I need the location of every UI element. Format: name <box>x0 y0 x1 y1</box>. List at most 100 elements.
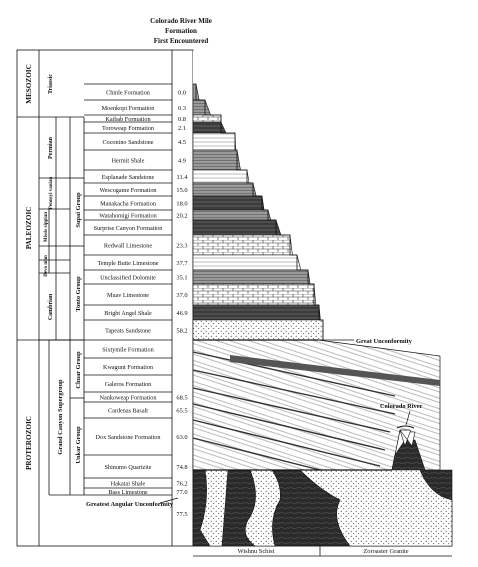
rock-layer-band <box>192 319 324 341</box>
formation-name: Galeros Formation <box>105 381 152 388</box>
header-line-2: Formation <box>165 27 197 35</box>
period-mississippian: Missis sippian <box>44 212 49 242</box>
period-pennsylvanian: Pennsyl vanian <box>49 177 54 210</box>
formation-name: Bass Limestone <box>108 489 148 496</box>
group-grand-canyon-supergroup: Grand Canyon Supergroup <box>57 379 64 455</box>
angular-unconformity-leader <box>159 497 179 504</box>
river-surface <box>396 425 415 429</box>
formation-name: Toroweap Formation <box>102 125 154 132</box>
formation-mile: 76.2 <box>176 480 187 487</box>
formation-mile: 74.8 <box>176 464 187 471</box>
formation-name: Nankoweap Formation <box>100 394 157 401</box>
rock-layer-band <box>192 99 212 116</box>
formation-name: Shinumo Quartzite <box>105 464 152 471</box>
basement-zoroaster-granite: Zoroaster Granite <box>363 548 408 555</box>
rock-layer-band <box>192 169 250 184</box>
formation-name: Redwall Limestone <box>104 242 153 249</box>
inner-gorge <box>399 429 416 447</box>
period-permian: Permian <box>48 136 54 159</box>
rock-layer-band <box>192 304 321 321</box>
era-labels: MESOZOIC PALEOZOIC PROTEROZOIC <box>25 64 33 470</box>
tilted-stratum <box>192 351 396 397</box>
dark-stratum <box>230 355 440 386</box>
greatest-angular-unconformity-label: Greatest Angular Unconformity <box>86 501 174 508</box>
formation-name: Temple Butte Limestone <box>97 260 158 267</box>
formation-name: Dox Sandstone Formation <box>96 434 161 441</box>
formation-mile: 35.1 <box>176 274 187 281</box>
formation-name: Cardenas Basalt <box>108 407 148 414</box>
period-cambrian: Cambrian <box>48 293 54 320</box>
era-proterozoic: PROTEROZOIC <box>25 416 33 470</box>
formation-mile: 63.0 <box>176 434 187 441</box>
formation-name: Bright Angel Shale <box>104 310 152 317</box>
formation-name: Tapeats Sandstone <box>105 327 151 334</box>
colorado-river-leader <box>405 410 411 426</box>
formation-mile: 58.2 <box>176 327 187 334</box>
formation-mile: 46.9 <box>176 310 187 317</box>
formation-mile: 15.0 <box>176 187 187 194</box>
great-unconformity-label: Great Unconformity <box>356 338 413 345</box>
rock-layer-band <box>192 195 265 211</box>
tilted-stratum <box>192 437 321 471</box>
header-line-3: First Encountered <box>154 37 209 45</box>
era-paleozoic: PALEOZOIC <box>25 207 33 250</box>
annotations: Great Unconformity Colorado River Greate… <box>86 338 423 555</box>
formation-mile: 23.3 <box>176 242 187 249</box>
period-labels: Triassic Permian Pennsyl vanian Missis s… <box>44 74 54 320</box>
period-devonian: Devo nian <box>44 255 49 277</box>
period-triassic: Triassic <box>48 74 54 94</box>
tilted-stratum <box>192 419 381 467</box>
rock-layer-band <box>192 209 272 221</box>
formation-mile: 0.3 <box>178 105 186 112</box>
tilted-stratum <box>192 369 396 415</box>
formation-mile: 0.0 <box>178 89 186 96</box>
formation-name: Manakacha Formation <box>100 200 156 207</box>
group-chuar: Chuar Group <box>75 351 82 389</box>
zoroaster-granite-intrusion <box>299 469 453 547</box>
granite-dike <box>199 469 229 547</box>
formation-name: Surprise Canyon Formation <box>94 225 163 232</box>
rock-layer-band <box>192 254 302 271</box>
header-line-1: Colorado River Mile <box>150 17 212 25</box>
formation-mile: 0.8 <box>178 116 186 123</box>
rock-layer-band <box>192 132 237 151</box>
formation-name: Moenkopi Formation <box>102 105 155 112</box>
formation-name: Hermit Shale <box>112 157 145 164</box>
group-tonto: Tonto Group <box>75 276 82 312</box>
tilted-stratum <box>192 387 391 433</box>
formation-name: Coconino Sandstone <box>102 139 153 146</box>
formation-name: Unclassified Dolomite <box>100 274 156 281</box>
formation-name: Wescogame Formation <box>99 187 156 194</box>
rock-layer-band <box>192 149 241 171</box>
group-supai: Supai Group <box>75 192 82 228</box>
formation-mile: 4.9 <box>178 157 186 164</box>
formation-mile: 2.1 <box>178 125 186 132</box>
rock-layer-band <box>192 182 257 197</box>
formation-mile: 18.0 <box>176 200 187 207</box>
formation-mile: 37.7 <box>176 260 188 267</box>
rock-layer-band <box>192 234 293 256</box>
rock-layer-band <box>192 114 222 123</box>
formation-mile: 65.5 <box>176 407 187 414</box>
colorado-river-label: Colorado River <box>380 403 423 410</box>
formation-name: Hakatai Shale <box>111 480 146 487</box>
rock-layer-band <box>192 269 311 285</box>
sky-cap <box>193 50 196 84</box>
formation-mile: 37.0 <box>176 292 187 299</box>
granite-dike <box>244 469 281 547</box>
group-labels: Supai Group Tonto Group Grand Canyon Sup… <box>57 192 82 464</box>
formation-name: Muav Limestone <box>107 292 149 299</box>
angular-unconformity-mile: 77.5 <box>176 511 187 518</box>
formation-mile: 11.4 <box>177 174 189 181</box>
group-unkar: Unkar Group <box>75 426 82 464</box>
rock-layer-band <box>192 219 282 236</box>
formation-name: Chinle Formation <box>106 89 150 96</box>
formation-name: Sixtymile Formation <box>102 346 153 353</box>
formation-name: Kwagunt Formation <box>103 364 153 371</box>
formation-mile: 4.5 <box>178 139 186 146</box>
formation-name: Esplanade Sandstone <box>102 174 155 181</box>
formation-mile: 68.5 <box>176 394 187 401</box>
formation-mile: 77.0 <box>176 489 187 496</box>
